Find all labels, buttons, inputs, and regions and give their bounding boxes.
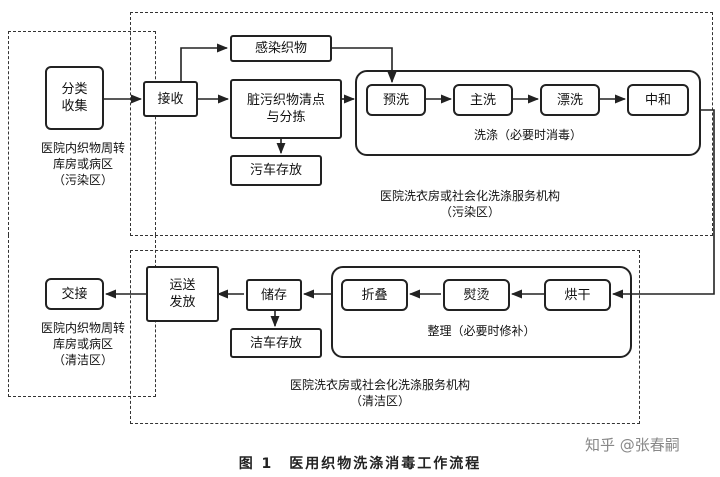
node-clean-cart: 洁车存放 [230, 328, 322, 358]
node-rinse: 漂洗 [540, 84, 600, 116]
group-finishing-label: 整理（必要时修补） [427, 324, 536, 338]
node-dry: 烘干 [544, 279, 611, 311]
node-infected: 感染织物 [230, 35, 332, 62]
figure-caption: 图 1 医用织物洗涤消毒工作流程 [238, 456, 482, 472]
zone-laundry-clean [130, 250, 640, 424]
watermark: 知乎 @张春嗣 [585, 436, 680, 454]
zone-laundry-dirty [130, 12, 713, 236]
arrow-receive-infected [180, 43, 229, 82]
node-store: 储存 [246, 279, 302, 311]
node-collect: 分类 收集 [45, 66, 104, 130]
node-neutralize: 中和 [627, 84, 689, 116]
node-mainwash: 主洗 [453, 84, 513, 116]
node-iron: 熨烫 [443, 279, 510, 311]
node-deliver: 运送 发放 [146, 266, 219, 322]
group-washing [355, 70, 701, 156]
group-finishing [331, 266, 632, 358]
zone-ward-dirty-label: 医院内织物周转 库房或病区 （污染区） [40, 141, 125, 187]
node-dirty-cart: 污车存放 [230, 155, 322, 186]
node-sort: 脏污织物清点 与分拣 [230, 79, 342, 139]
zone-laundry-clean-label: 医院洗衣房或社会化洗涤服务机构 （清洁区） [289, 378, 470, 408]
node-handover: 交接 [45, 278, 104, 310]
zone-ward-clean-label: 医院内织物周转 库房或病区 （清洁区） [40, 321, 125, 367]
node-prewash: 预洗 [366, 84, 426, 116]
zone-laundry-dirty-label: 医院洗衣房或社会化洗涤服务机构 （污染区） [379, 189, 560, 219]
arrow-washing-dry [611, 109, 715, 299]
group-washing-label: 洗涤（必要时消毒） [473, 128, 582, 142]
zone-ward-dirty [8, 31, 156, 235]
node-receive: 接收 [143, 81, 198, 117]
node-fold: 折叠 [341, 279, 408, 311]
